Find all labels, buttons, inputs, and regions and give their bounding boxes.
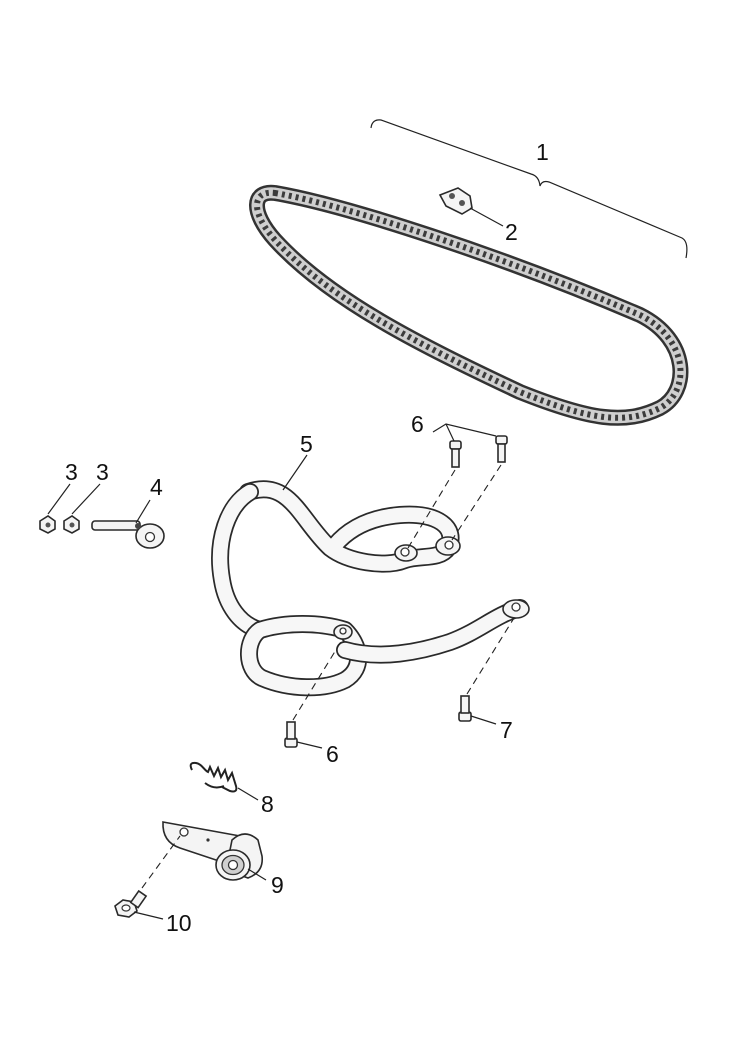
callout-7: 7 bbox=[500, 717, 513, 743]
callout-3-left: 3 bbox=[65, 459, 78, 485]
callout-4: 4 bbox=[150, 474, 163, 500]
callout-5: 5 bbox=[300, 431, 313, 457]
callout-1: 1 bbox=[536, 139, 549, 165]
pivot-bolt bbox=[458, 695, 472, 722]
chain-assembly-bracket bbox=[370, 119, 688, 259]
plate-bolt bbox=[114, 889, 148, 918]
nut-left bbox=[39, 515, 56, 534]
lower-bolt bbox=[284, 721, 298, 748]
upper-bolt-right bbox=[495, 435, 508, 463]
callout-8: 8 bbox=[261, 791, 274, 817]
callout-2: 2 bbox=[505, 219, 518, 245]
nut-right bbox=[63, 515, 80, 534]
callout-6-lower: 6 bbox=[326, 741, 339, 767]
upper-bolt-left bbox=[449, 440, 462, 468]
callout-3-right: 3 bbox=[96, 459, 109, 485]
tensioner-arm bbox=[211, 480, 530, 697]
callout-10: 10 bbox=[166, 910, 192, 936]
cam-chain bbox=[249, 184, 689, 426]
tensioner-spring bbox=[189, 761, 238, 793]
callout-9: 9 bbox=[271, 872, 284, 898]
chain-master-link bbox=[438, 187, 473, 215]
tensioner-roller-plate bbox=[162, 821, 264, 881]
callout-6-upper: 6 bbox=[411, 411, 424, 437]
pivot-pin-with-washer bbox=[91, 520, 165, 549]
